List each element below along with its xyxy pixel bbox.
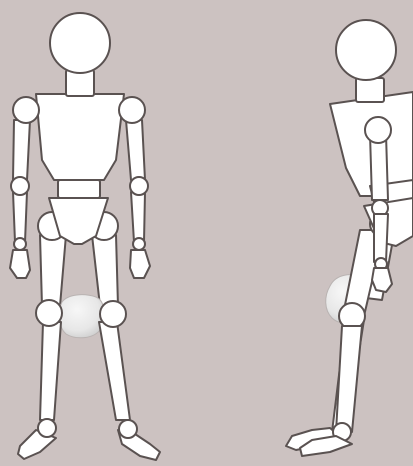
left-hand bbox=[10, 250, 30, 278]
right-knee bbox=[100, 301, 126, 327]
left-elbow bbox=[11, 177, 29, 195]
side-forearm bbox=[374, 214, 388, 262]
rock-front bbox=[59, 295, 104, 338]
left-wrist bbox=[14, 238, 26, 250]
side-neck bbox=[356, 78, 384, 102]
waist bbox=[58, 180, 100, 198]
right-hand bbox=[130, 250, 150, 278]
side-shoulder bbox=[365, 117, 391, 143]
right-wrist bbox=[133, 238, 145, 250]
right-shoulder bbox=[119, 97, 145, 123]
left-upper-arm bbox=[13, 120, 30, 180]
left-forearm bbox=[13, 192, 27, 242]
side-hand bbox=[372, 268, 392, 292]
right-forearm bbox=[131, 192, 145, 242]
right-elbow bbox=[130, 177, 148, 195]
right-ankle bbox=[119, 420, 137, 438]
head bbox=[50, 13, 110, 73]
left-shoulder bbox=[13, 97, 39, 123]
side-head bbox=[336, 20, 396, 80]
torso bbox=[36, 94, 124, 180]
left-ankle bbox=[38, 419, 56, 437]
left-knee bbox=[36, 300, 62, 326]
